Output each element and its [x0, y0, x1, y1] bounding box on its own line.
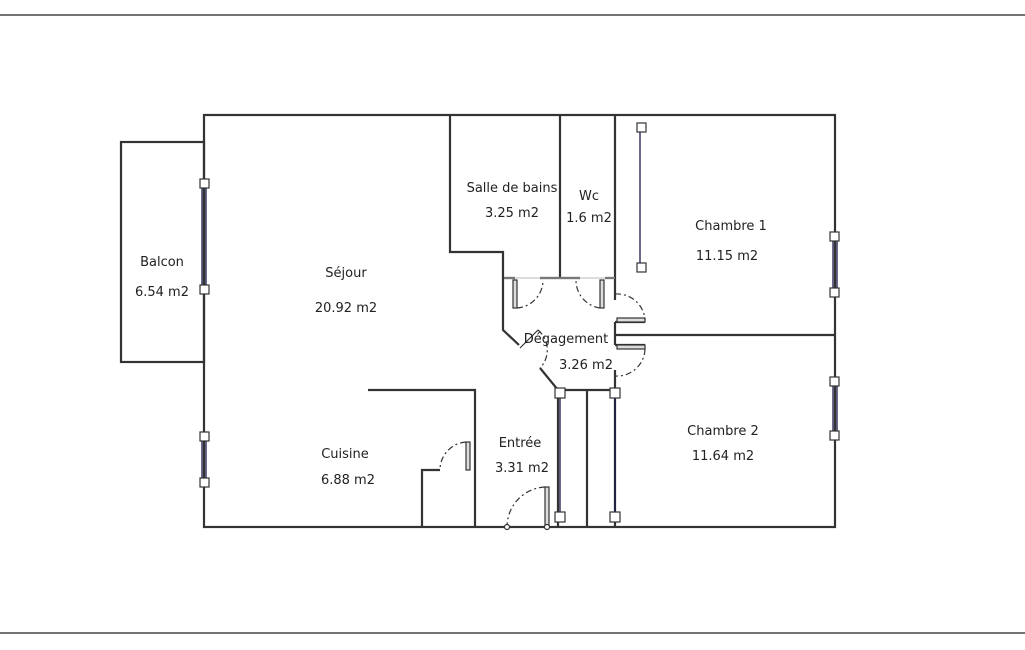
- room-entree: Entrée 3.31 m2: [495, 436, 549, 476]
- room-cuisine: Cuisine 6.88 m2: [321, 447, 375, 488]
- svg-text:Chambre 1: Chambre 1: [695, 219, 767, 234]
- svg-text:Séjour: Séjour: [325, 266, 367, 281]
- svg-text:6.54 m2: 6.54 m2: [135, 285, 189, 300]
- svg-text:11.15 m2: 11.15 m2: [696, 249, 758, 264]
- svg-text:3.25 m2: 3.25 m2: [485, 206, 539, 221]
- svg-text:Wc: Wc: [579, 189, 599, 204]
- room-degagement: Dégagement 3.26 m2: [524, 332, 613, 373]
- svg-text:Dégagement: Dégagement: [524, 332, 608, 347]
- svg-text:1.6 m2: 1.6 m2: [566, 211, 612, 226]
- room-sejour: Séjour 20.92 m2: [315, 266, 377, 316]
- walls: [119, 113, 837, 529]
- room-salle-de-bains: Salle de bains 3.25 m2: [467, 181, 558, 221]
- svg-text:6.88 m2: 6.88 m2: [321, 473, 375, 488]
- svg-text:Salle de bains: Salle de bains: [467, 181, 558, 196]
- svg-text:3.26 m2: 3.26 m2: [559, 358, 613, 373]
- room-chambre-1: Chambre 1 11.15 m2: [695, 219, 767, 264]
- svg-text:Chambre 2: Chambre 2: [687, 424, 759, 439]
- svg-text:Entrée: Entrée: [499, 436, 542, 451]
- svg-text:20.92 m2: 20.92 m2: [315, 301, 377, 316]
- svg-text:3.31 m2: 3.31 m2: [495, 461, 549, 476]
- room-chambre-2: Chambre 2 11.64 m2: [687, 424, 759, 464]
- room-wc: Wc 1.6 m2: [566, 189, 612, 226]
- svg-text:11.64 m2: 11.64 m2: [692, 449, 754, 464]
- windows: [199, 122, 840, 523]
- svg-text:Cuisine: Cuisine: [321, 447, 369, 462]
- room-balcon: Balcon 6.54 m2: [135, 255, 189, 300]
- svg-text:Balcon: Balcon: [140, 255, 184, 270]
- doors: [439, 279, 646, 531]
